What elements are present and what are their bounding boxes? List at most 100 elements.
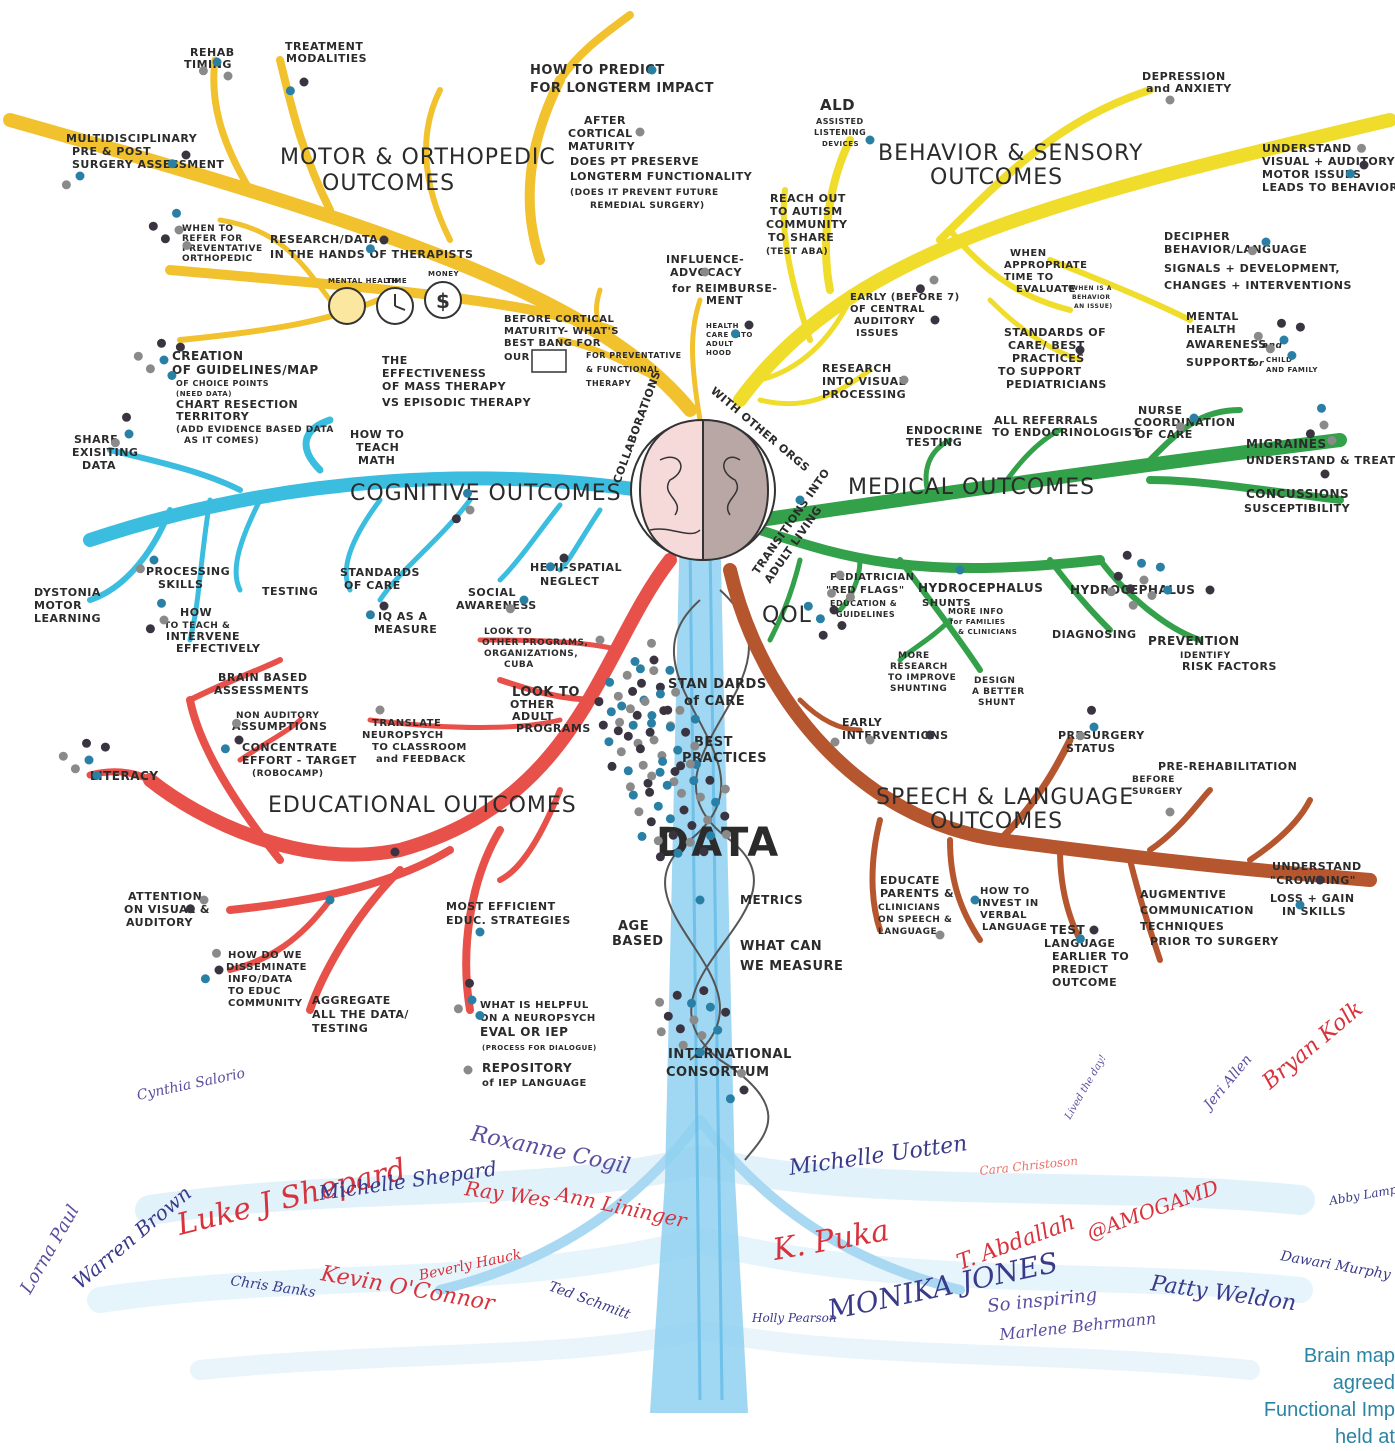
educate-parents-5: LANGUAGE: [878, 927, 937, 937]
health-care-2: CARE INTO: [706, 331, 753, 339]
when-to-refer-2: REFER FOR: [182, 234, 243, 244]
influence-advocacy-3: for REIMBURSE-: [672, 282, 777, 295]
hydrocephalus-shunts: HYDROCEPHALUS: [918, 581, 1043, 595]
vote-dot: [685, 759, 695, 769]
depression-2: and ANXIETY: [1146, 82, 1232, 95]
when-to-refer-4: ORTHOPEDIC: [182, 254, 253, 264]
endocrine: ENDOCRINE: [906, 424, 983, 437]
vote-dot: [703, 815, 713, 825]
vote-dot: [739, 1085, 749, 1095]
vote-dot: [613, 691, 623, 701]
vote-dot: [199, 895, 209, 905]
pre-rehab: PRE-REHABILITATION: [1158, 760, 1297, 773]
nurse-coordination-3: OF CARE: [1136, 428, 1193, 441]
look-to-adult: LOOK TO: [512, 685, 580, 700]
share-existing-2: EXISITING: [72, 446, 138, 459]
migraines: MIGRAINES: [1246, 437, 1327, 451]
nurse-coordination: NURSE: [1138, 404, 1183, 417]
vote-dot: [695, 1047, 705, 1057]
vote-dot: [232, 718, 241, 728]
vote-dot: [149, 555, 159, 565]
translate-2: NEUROPSYCH: [362, 730, 444, 741]
presurgery: PRESURGERY: [1058, 729, 1145, 742]
how-to-teach-2: TO TEACH &: [164, 621, 230, 631]
research-visual-3: PROCESSING: [822, 388, 906, 401]
brain-mind-map: MOTOR & ORTHOPEDIC OUTCOMES REHAB TIMING…: [3, 11, 1395, 1413]
how-to-predict-2: FOR LONGTERM IMPACT: [530, 81, 714, 96]
signature: Bryan Kolk: [1257, 996, 1368, 1095]
concentrate-2: EFFORT - TARGET: [242, 754, 357, 767]
motor-title: MOTOR & ORTHOPEDIC: [280, 145, 556, 170]
cognitive-branch: [83, 416, 647, 643]
standards-of-care: STANDARDS: [340, 566, 420, 579]
vote-dot: [185, 904, 195, 914]
most-efficient: MOST EFFICIENT: [446, 900, 556, 913]
vote-dot: [837, 621, 847, 630]
look-to-other-4: CUBA: [504, 660, 534, 670]
vote-dot: [630, 657, 640, 666]
how-to-predict: HOW TO PREDICT: [530, 63, 665, 78]
speech-branch: [723, 563, 1377, 963]
vote-dot: [1295, 322, 1305, 332]
vote-dot: [365, 244, 375, 254]
vote-dot: [545, 562, 555, 572]
signature: Abby Lampl: [1327, 1182, 1395, 1209]
speech-labels: SPEECH & LANGUAGE OUTCOMES EARLY INTERVE…: [842, 716, 1361, 989]
endocrine-2: TESTING: [906, 436, 962, 449]
augmentive: AUGMENTIVE: [1140, 888, 1226, 901]
vote-dot: [1075, 345, 1085, 355]
vote-dot: [157, 338, 166, 348]
augmentive-2: COMMUNICATION: [1140, 904, 1254, 917]
influence-advocacy-4: MENT: [706, 294, 743, 307]
more-research-2: RESEARCH: [890, 662, 948, 672]
vote-dot: [1261, 237, 1271, 247]
vote-dot: [1075, 934, 1085, 944]
before-cortical-6: & FUNCTIONAL: [586, 365, 660, 374]
when-appropriate-7: AN ISSUE): [1074, 303, 1113, 310]
vote-dot: [1087, 705, 1096, 715]
vote-dot: [637, 831, 647, 841]
vote-dot: [375, 705, 385, 715]
ald-3: LISTENING: [814, 128, 866, 137]
concentrate-3: (ROBOCAMP): [252, 769, 323, 779]
what-helpful-2: ON A NEUROPSYCH: [480, 1013, 596, 1024]
vote-dot: [451, 514, 461, 524]
vote-dot: [658, 756, 668, 766]
look-to-other-3: ORGANIZATIONS,: [484, 649, 578, 659]
educate-parents-4: ON SPEECH &: [878, 915, 952, 925]
more-research-4: SHUNTING: [890, 684, 947, 694]
early-interventions: EARLY: [842, 716, 883, 729]
aggregate: AGGREGATE: [312, 994, 391, 1007]
vote-dot: [100, 742, 110, 752]
literacy: LITERACY: [90, 769, 159, 783]
vote-dot: [390, 847, 400, 857]
how-teach-math: HOW TO: [350, 428, 404, 441]
before-cortical-4: OUR: [504, 352, 530, 363]
vote-dot: [662, 780, 672, 790]
share-existing: SHARE: [74, 433, 118, 446]
vote-dot: [737, 1068, 746, 1078]
early-central-3: AUDITORY: [854, 316, 916, 327]
vote-dot: [159, 355, 169, 365]
influence-advocacy: INFLUENCE-: [666, 253, 744, 266]
vote-dot: [647, 638, 656, 648]
behavior-branch: [733, 86, 1395, 407]
vote-dot: [160, 234, 170, 244]
understand-visual-2: VISUAL + AUDITORY +: [1262, 155, 1395, 168]
vote-dot: [1155, 562, 1165, 572]
vote-dot: [655, 997, 665, 1007]
vote-dot: [463, 1065, 473, 1075]
caption-line-4: held at: [1334, 1426, 1395, 1448]
aggregate-2: ALL THE DATA/: [312, 1008, 409, 1021]
creation-guidelines-5: CHART RESECTION: [176, 398, 298, 411]
vote-dot: [955, 565, 965, 575]
metrics: METRICS: [740, 893, 803, 907]
vote-dot: [157, 598, 166, 608]
vote-dot: [1106, 587, 1116, 597]
vote-dot: [463, 488, 472, 498]
what-helpful: WHAT IS HELPFUL: [480, 1000, 589, 1011]
reach-out-5: (TEST ABA): [766, 247, 828, 257]
vote-dot: [827, 588, 836, 598]
vote-dot: [124, 429, 134, 439]
vote-dot: [803, 601, 813, 611]
